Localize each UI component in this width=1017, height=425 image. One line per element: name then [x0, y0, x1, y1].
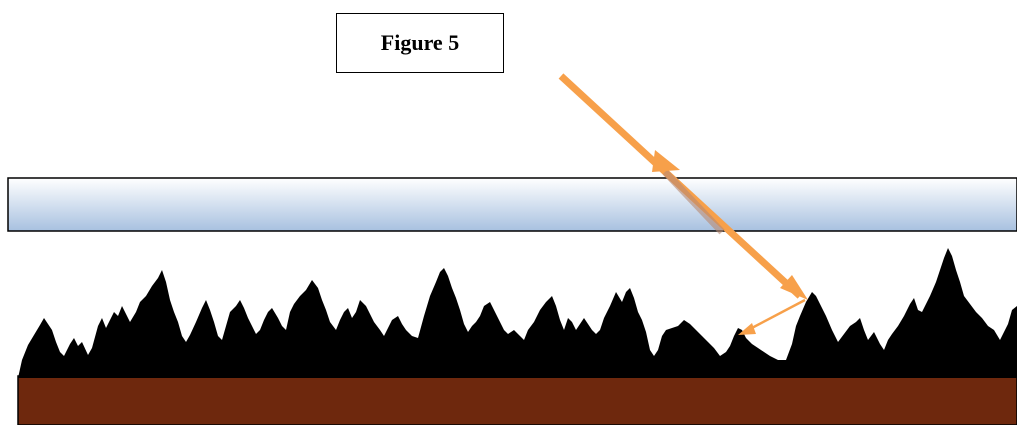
- figure-label: Figure 5: [336, 13, 504, 73]
- incident-ray-in-glass: [662, 169, 725, 235]
- incident-ray-arrowhead-impact: [780, 275, 808, 300]
- glass-plate: [7, 177, 1017, 232]
- rough-surface: [18, 248, 1017, 378]
- ground-block: [17, 375, 1017, 425]
- incident-ray-arrowhead-glass: [652, 150, 680, 172]
- reflected-ray-arrowhead: [738, 323, 756, 335]
- reflected-ray: [747, 298, 806, 332]
